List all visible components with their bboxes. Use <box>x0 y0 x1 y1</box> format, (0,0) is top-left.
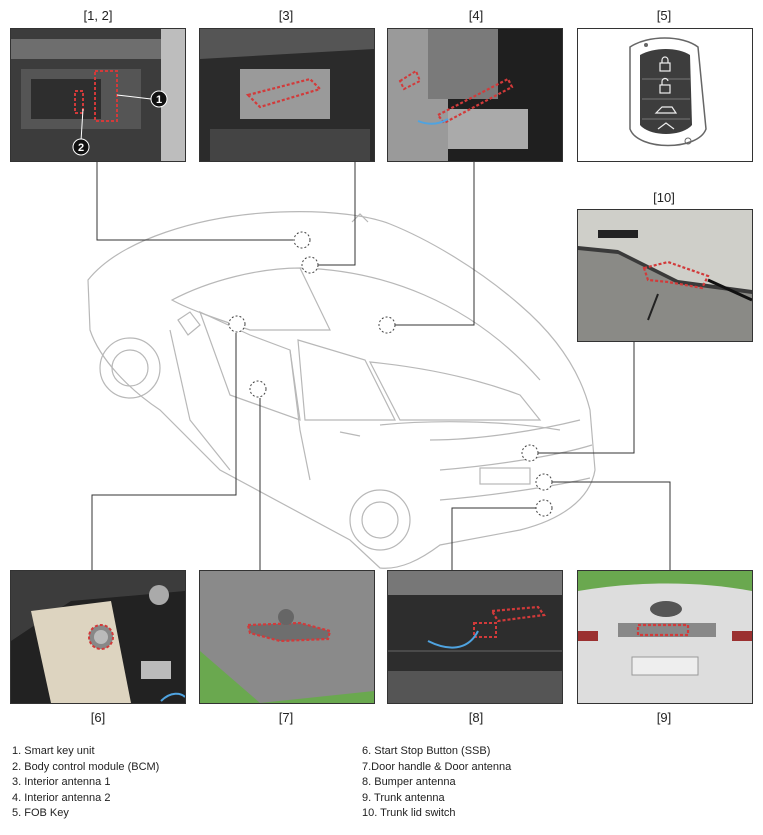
legend-item: 7.Door handle & Door antenna <box>362 760 512 773</box>
panel-label-4: [4] <box>468 8 484 23</box>
fob-unlock-icon <box>659 77 671 94</box>
panel-label-9: [9] <box>656 710 672 725</box>
panel-label-5: [5] <box>656 8 672 23</box>
callout-2: 2 <box>78 142 84 154</box>
fob-trunk-icon <box>654 106 678 114</box>
legend-item: 10. Trunk lid switch <box>362 807 456 819</box>
marker-interior-antenna-2 <box>378 316 396 334</box>
marker-ssb <box>228 315 246 333</box>
legend-left: 1. Smart key unit 2. Body control module… <box>12 744 159 822</box>
legend-item: 6. Start Stop Button (SSB) <box>362 745 491 757</box>
photo-interior-antenna-1 <box>199 28 375 162</box>
car-outline <box>87 211 596 569</box>
legend-item: 1. Smart key unit <box>12 745 95 757</box>
panel-label-1-2: [1, 2] <box>83 8 113 23</box>
fob-panic-icon <box>657 122 675 130</box>
photo-fob-key <box>577 28 753 162</box>
legend-item: 4. Interior antenna 2 <box>12 791 111 804</box>
panel-label-3: [3] <box>278 8 294 23</box>
legend-item: 8. Bumper antenna <box>362 776 456 788</box>
photo-interior-antenna-2 <box>387 28 563 162</box>
photo-trunk-antenna <box>577 570 753 704</box>
photo-start-stop-button <box>10 570 186 704</box>
photo-trunk-lid-switch <box>577 209 753 342</box>
panel-label-10: [10] <box>653 190 675 205</box>
photo-door-handle-antenna <box>199 570 375 704</box>
connection-lines <box>91 162 671 570</box>
marker-door-handle <box>249 380 267 398</box>
location-markers <box>228 231 553 517</box>
fob-lock-icon <box>659 56 671 72</box>
marker-trunk-lid-switch <box>521 444 539 462</box>
panel-label-6: [6] <box>90 710 106 725</box>
legend-item: 2. Body control module (BCM) <box>12 760 160 773</box>
legend-item: 9. Trunk antenna <box>362 791 445 804</box>
panel-label-8: [8] <box>468 710 484 725</box>
photo-smart-key-unit-bcm: 1 2 <box>10 28 186 162</box>
marker-trunk-antenna <box>535 473 553 491</box>
marker-bumper-antenna <box>535 499 553 517</box>
callout-1: 1 <box>156 94 162 106</box>
marker-smart-key-unit <box>293 231 311 249</box>
panel-label-7: [7] <box>278 710 294 725</box>
legend-item: 5. FOB Key <box>12 807 69 819</box>
marker-interior-antenna-1 <box>301 256 319 274</box>
legend-right: 6. Start Stop Button (SSB) 7.Door handle… <box>362 744 511 822</box>
legend-item: 3. Interior antenna 1 <box>12 776 111 788</box>
photo-bumper-antenna <box>387 570 563 704</box>
